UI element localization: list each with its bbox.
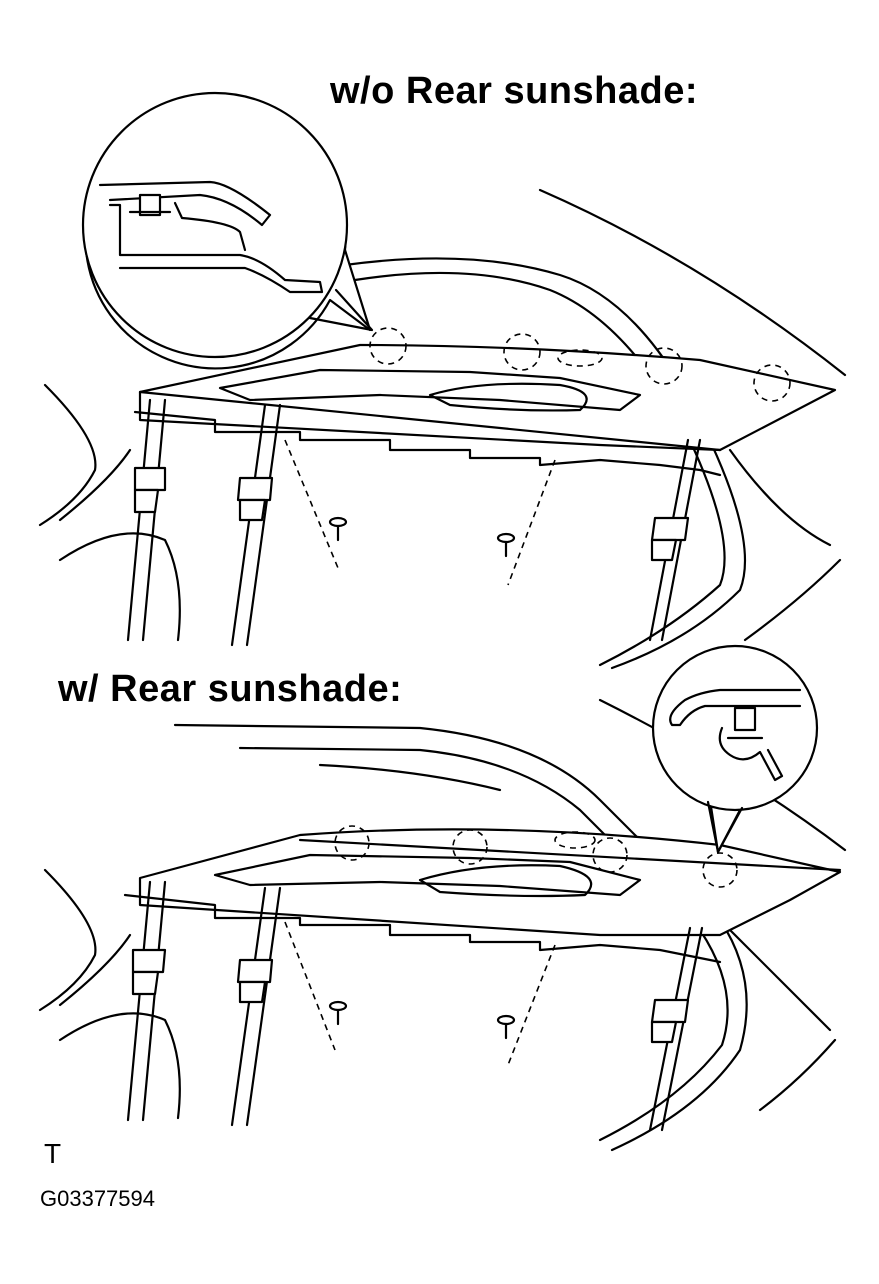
roof-outline	[538, 188, 847, 377]
panel-with-sunshade	[38, 644, 847, 1152]
belt-buckle-right	[650, 538, 678, 562]
clip-location-1	[334, 825, 370, 861]
left-seat-curve	[58, 1012, 181, 1120]
title-without-rear-sunshade: w/o Rear sunshade:	[330, 70, 698, 112]
belt-buckle-left	[131, 970, 160, 996]
pin-leader-left	[284, 921, 336, 1051]
left-quarter-line-2	[58, 448, 132, 522]
belt-guide-left	[133, 466, 167, 492]
belt-guide-right	[650, 516, 690, 542]
pin-icon	[328, 516, 348, 542]
left-seat-curve	[58, 532, 181, 642]
callout-pointer-bottom	[706, 800, 744, 854]
window-line	[758, 1038, 837, 1112]
seat-belt-left-inner	[141, 398, 167, 642]
belt-buckle-center	[238, 980, 267, 1004]
clip-location-3	[645, 347, 683, 385]
belt-guide-center	[236, 958, 274, 984]
clip-location-5	[557, 349, 603, 367]
title-with-rear-sunshade: w/ Rear sunshade:	[58, 668, 403, 710]
headliner-edge-line-1	[173, 723, 748, 1152]
rear-tray-panel	[138, 828, 842, 937]
window-line	[743, 558, 842, 642]
clip-location-1	[369, 327, 407, 365]
tray-opening	[418, 864, 593, 898]
seat-belt-right-inner	[660, 926, 704, 1132]
pin-leader-right	[507, 944, 556, 1066]
clip-location-5	[554, 831, 596, 849]
headliner-edge-line-2	[238, 746, 729, 1142]
view-code-label: T	[44, 1138, 62, 1169]
belt-buckle-left	[133, 488, 160, 514]
clip-location-4	[702, 852, 738, 888]
clip-detail-bottom	[669, 688, 802, 782]
clip-location-3	[592, 837, 628, 873]
left-quarter-line-2	[58, 933, 132, 1007]
seat-belt-center-inner	[245, 886, 282, 1127]
pin-leader-right	[507, 459, 556, 586]
seat-belt-left-outer	[126, 398, 152, 642]
tray-inner-recess	[218, 368, 642, 412]
left-quarter-line-1	[38, 868, 97, 1012]
callout-pointer-top	[308, 288, 374, 332]
belt-buckle-right	[650, 1020, 678, 1044]
seat-belt-center-outer	[230, 403, 267, 647]
seat-belt-center-outer	[230, 886, 267, 1127]
clip-location-2	[503, 333, 541, 371]
belt-buckle-center	[238, 498, 267, 522]
c-pillar-line	[728, 448, 832, 547]
clip-location-4	[753, 364, 791, 402]
c-pillar-line	[728, 928, 832, 1032]
left-quarter-line-1	[38, 383, 97, 527]
tray-front-edge	[133, 410, 722, 477]
roof-pillar-outer	[343, 257, 746, 670]
clip-location-2	[452, 829, 488, 865]
pin-leader-left	[284, 439, 339, 569]
pin-icon	[496, 532, 516, 558]
pin-icon	[496, 1014, 516, 1040]
sunshade-rail	[298, 838, 842, 872]
tray-opening	[428, 382, 588, 412]
tray-inner-recess	[213, 853, 642, 897]
belt-guide-left	[131, 948, 167, 974]
belt-guide-right	[650, 998, 690, 1024]
callout-circle-top	[81, 91, 349, 359]
seat-belt-left-inner	[141, 880, 167, 1122]
figure-id-label: G03377594	[40, 1186, 155, 1211]
tray-back-edge	[138, 390, 722, 452]
clip-detail-top	[98, 180, 324, 294]
pin-icon	[328, 1000, 348, 1026]
tray-front-edge	[123, 893, 722, 964]
seat-belt-left-outer	[126, 880, 152, 1122]
belt-guide-center	[236, 476, 274, 502]
panel-without-sunshade	[38, 91, 847, 670]
roof-line-lower	[318, 763, 502, 792]
seat-belt-center-inner	[245, 403, 282, 647]
